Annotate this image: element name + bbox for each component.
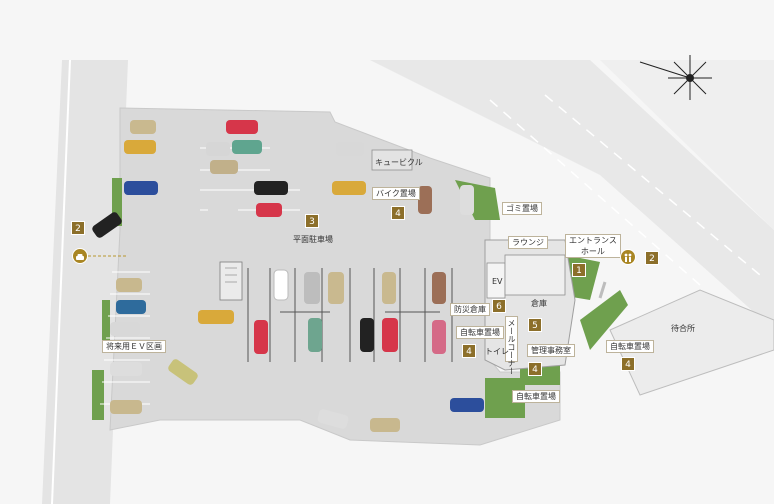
road-edge-line: [51, 59, 71, 504]
label-storage: 倉庫: [531, 299, 547, 308]
car-glyph: [76, 254, 84, 260]
marker-4-bike: 4: [391, 206, 405, 220]
left-road: [42, 60, 128, 504]
label-bicycle-bottom: 自転車置場: [512, 390, 560, 403]
diagonal-road-far: [600, 60, 774, 230]
marker-4-bicycle-bottom: 4: [528, 362, 542, 376]
label-disaster-storage: 防災倉庫: [450, 303, 490, 316]
greenery: [580, 290, 628, 350]
marker-6: 6: [492, 299, 506, 313]
label-cubicle: キュービクル: [375, 158, 423, 167]
marker-4-bicycle-mid: 4: [462, 344, 476, 358]
waiting-building: [609, 289, 774, 396]
label-bicycle-mid: 自転車置場: [456, 326, 504, 339]
marker-4-bicycle-right: 4: [621, 357, 635, 371]
label-waiting-area: 待合所: [671, 324, 695, 333]
parked-cars: [92, 120, 484, 432]
label-elevator: EV: [492, 277, 503, 286]
label-manager-office: 管理事務室: [527, 344, 575, 357]
greenery: [92, 370, 104, 420]
marker-5: 5: [528, 318, 542, 332]
label-lounge: ラウンジ: [508, 236, 548, 249]
label-bike-parking: バイク置場: [372, 187, 420, 200]
mechanical-parking-frames: [247, 268, 453, 362]
compass-rose: [639, 55, 712, 100]
marker-2-left: 2: [71, 221, 85, 235]
marker-2-right: 2: [645, 251, 659, 265]
label-toilet: トイレ: [485, 347, 509, 356]
label-mail-corner: メールコーナー: [505, 316, 518, 375]
label-entrance-hall: エントランス ホール: [565, 234, 621, 258]
marker-3: 3: [305, 214, 319, 228]
marker-1: 1: [572, 263, 586, 277]
entry-arrow: [598, 281, 607, 299]
car-icon: [72, 248, 88, 264]
label-future-ev: 将来用ＥＶ区画: [102, 340, 166, 353]
greenery: [112, 178, 122, 226]
diagonal-road: [370, 60, 774, 330]
stair-block: [219, 261, 243, 301]
cubicle-room: [371, 149, 413, 171]
pedestrian-glyph: [624, 253, 632, 262]
label-flat-parking: 平面駐車場: [293, 235, 333, 244]
entrance-hall-room: [504, 254, 566, 296]
pedestrian-icon: [620, 249, 636, 265]
label-garbage: ゴミ置場: [502, 202, 542, 215]
label-bicycle-right: 自転車置場: [606, 340, 654, 353]
greenery: [102, 300, 110, 340]
north-arrow-icon: [640, 52, 714, 102]
